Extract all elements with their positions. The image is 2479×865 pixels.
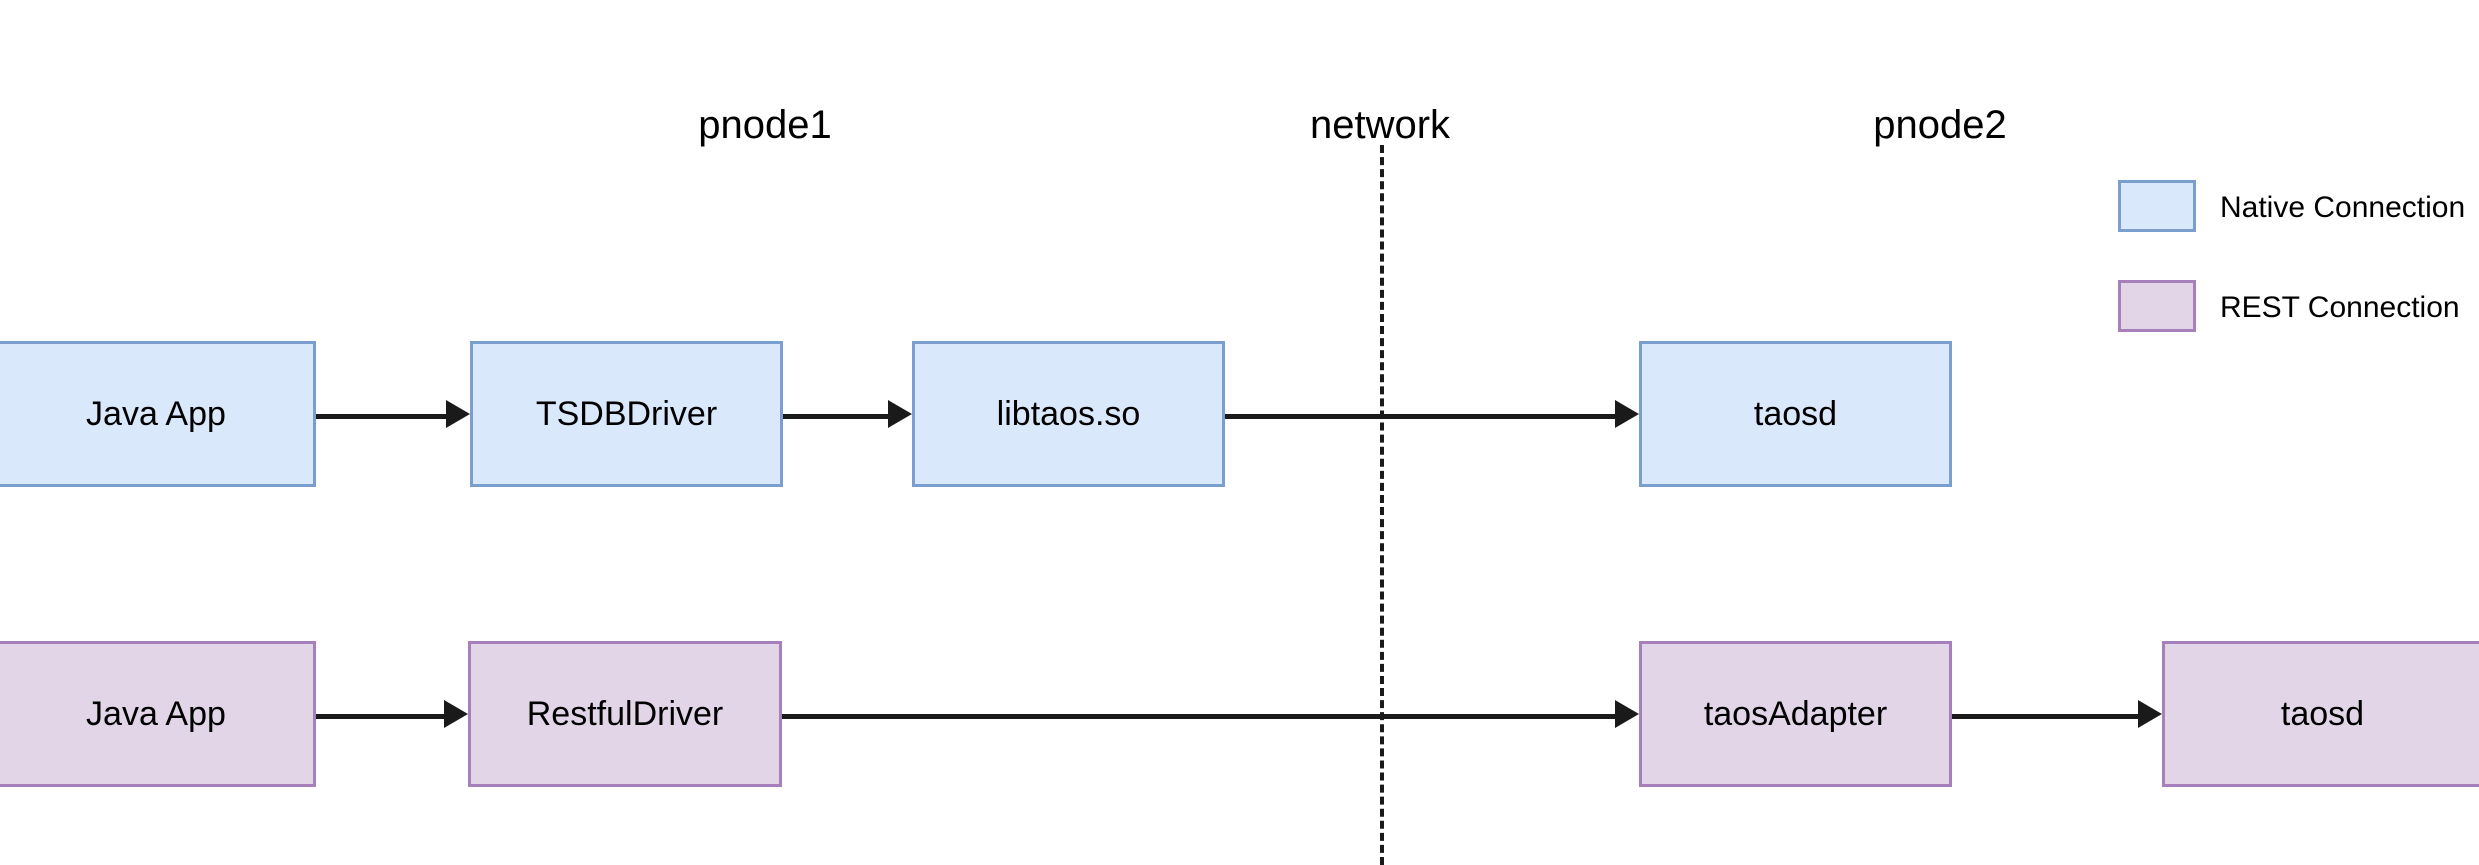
zone-label-pnode2: pnode2 xyxy=(1873,103,2007,147)
node-label-native-java-app: Java App xyxy=(86,394,226,433)
edge-line-rest-edge-1 xyxy=(316,714,444,719)
zone-label-pnode1: pnode1 xyxy=(698,103,832,147)
node-label-native-libtaos: libtaos.so xyxy=(996,394,1141,433)
node-box-native-libtaos[interactable]: libtaos.so xyxy=(912,341,1225,487)
node-label-native-tsdbdriver: TSDBDriver xyxy=(535,394,718,433)
edge-arrowhead-rest-edge-3 xyxy=(2138,700,2162,728)
node-box-rest-restfuldriver[interactable]: RestfulDriver xyxy=(468,641,782,787)
node-box-rest-java-app[interactable]: Java App xyxy=(0,641,316,787)
edge-arrowhead-native-edge-2 xyxy=(888,400,912,428)
node-box-rest-taosadapter[interactable]: taosAdapter xyxy=(1639,641,1952,787)
edge-arrowhead-native-edge-1 xyxy=(446,400,470,428)
legend-swatch-rest xyxy=(2118,280,2196,332)
zone-label-network: network xyxy=(1309,103,1451,147)
node-label-rest-taosadapter: taosAdapter xyxy=(1703,694,1888,733)
node-label-rest-restfuldriver: RestfulDriver xyxy=(526,694,724,733)
node-label-native-taosd: taosd xyxy=(1753,394,1838,433)
legend-label-native: Native Connection xyxy=(2220,191,2466,224)
legend-label-rest: REST Connection xyxy=(2220,291,2460,324)
edge-line-native-edge-3 xyxy=(1225,414,1615,419)
node-box-native-tsdbdriver[interactable]: TSDBDriver xyxy=(470,341,783,487)
edge-line-rest-edge-2 xyxy=(782,714,1615,719)
node-label-rest-taosd: taosd xyxy=(2280,694,2365,733)
node-box-native-taosd[interactable]: taosd xyxy=(1639,341,1952,487)
edge-arrowhead-native-edge-3 xyxy=(1615,400,1639,428)
edge-arrowhead-rest-edge-2 xyxy=(1615,700,1639,728)
edge-line-native-edge-2 xyxy=(783,414,888,419)
edge-line-native-edge-1 xyxy=(316,414,446,419)
legend-swatch-native xyxy=(2118,180,2196,232)
network-divider-line xyxy=(1380,145,1384,865)
node-box-rest-taosd[interactable]: taosd xyxy=(2162,641,2479,787)
node-label-rest-java-app: Java App xyxy=(86,694,226,733)
edge-arrowhead-rest-edge-1 xyxy=(444,700,468,728)
node-box-native-java-app[interactable]: Java App xyxy=(0,341,316,487)
edge-line-rest-edge-3 xyxy=(1952,714,2138,719)
